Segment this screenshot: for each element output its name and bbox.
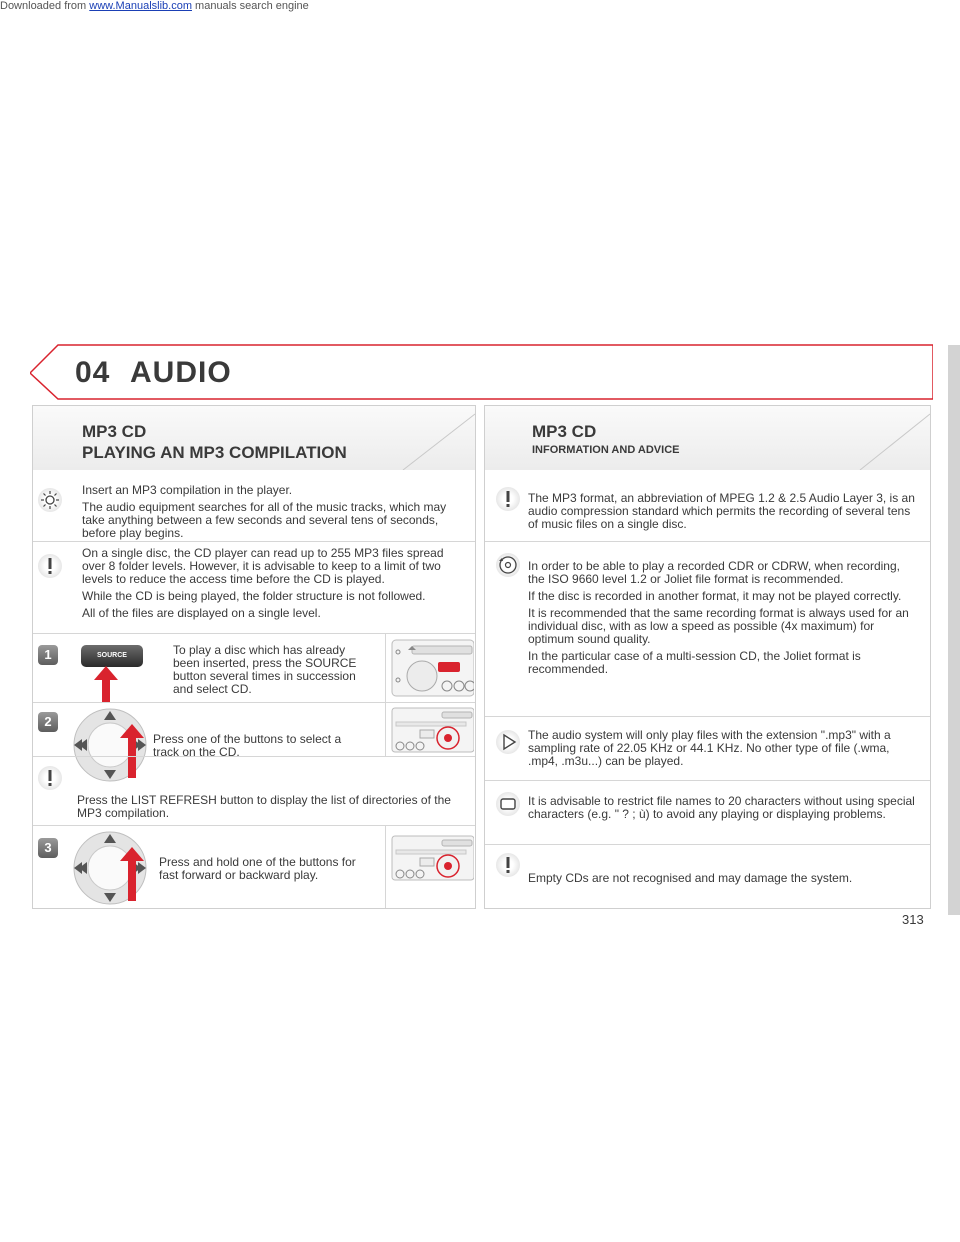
left-title: MP3 CD [82,422,147,441]
play-icon [496,730,520,754]
list-refresh-text: Press the LIST REFRESH button to display… [77,793,451,820]
tip-text: Insert an MP3 compilation in the player.… [82,483,447,540]
empty-cd-text: Empty CDs are not recognised and may dam… [528,871,853,885]
warning-icon [38,554,62,578]
cd-disc-icon [496,553,520,577]
warning-icon [38,766,62,790]
source-button[interactable]: SOURCE [81,645,143,667]
right-title: MP3 CD [532,422,597,441]
divider [485,541,930,542]
tip-sun-icon [38,488,62,512]
extension-text: The audio system will only play files wi… [528,728,891,768]
divider [33,756,475,757]
chapter-title: AUDIO [130,356,232,389]
divider [33,541,475,542]
chapter-header-frame [30,344,933,400]
step2-text: Press one of the buttons to select a tra… [153,732,342,759]
left-subtitle: PLAYING AN MP3 COMPILATION [82,443,347,462]
header-corner-decoration [402,413,475,470]
divider [485,716,930,717]
step-badge: 3 [38,838,58,858]
warning-icon [496,487,520,511]
screen-display-icon [496,792,520,816]
divider [485,844,930,845]
step-badge: 2 [38,712,58,732]
chapter-number: 04 [75,356,111,389]
warning-icon [496,853,520,877]
step-badge: 1 [38,645,58,665]
download-banner: Downloaded from www.Manualslib.com manua… [0,0,309,12]
divider [33,825,475,826]
arrow-up-icon [120,724,144,778]
header-corner-decoration [859,413,930,470]
divider [485,780,930,781]
step1-text: To play a disc which has already been in… [173,643,357,696]
step3-text: Press and hold one of the buttons for fa… [159,855,356,882]
page-number: 313 [902,912,924,927]
left-panel-header [33,406,475,470]
radio-panel-illustration [391,835,474,881]
right-panel-header [485,406,930,470]
divider [33,633,475,634]
radio-panel-illustration [391,639,474,697]
right-panel [484,405,931,909]
arrow-up-icon [94,666,118,702]
right-subtitle: INFORMATION AND ADVICE [532,444,680,456]
arrow-up-icon [120,847,144,901]
filename-text: It is advisable to restrict file names t… [528,794,915,821]
page-edge-scrollbar [948,345,960,915]
manualslib-link[interactable]: www.Manualslib.com [89,0,192,12]
mp3-format-text: The MP3 format, an abbreviation of MPEG … [528,491,915,531]
divider [33,702,475,703]
radio-panel-illustration [391,707,474,753]
warning-text: On a single disc, the CD player can read… [82,546,444,620]
recording-format-text: In order to be able to play a recorded C… [528,559,909,676]
